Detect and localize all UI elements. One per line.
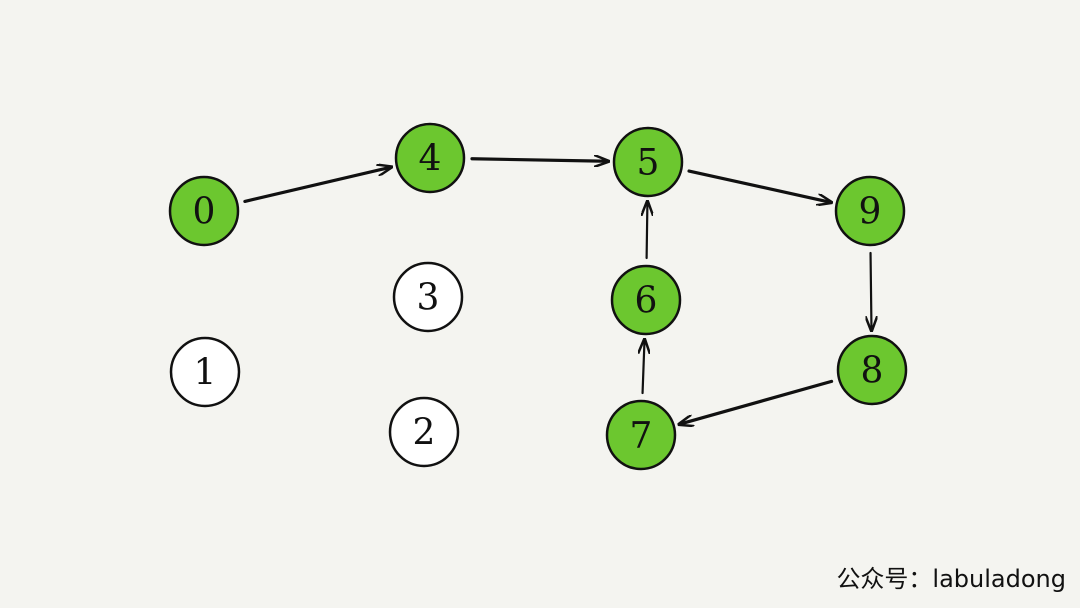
node-6: 6 [610, 264, 682, 336]
edge-0-to-4 [243, 167, 391, 204]
node-circle-4 [394, 122, 466, 194]
watermark-text: 公众号：labuladong [836, 565, 1066, 593]
node-7: 7 [605, 399, 677, 471]
node-label-7: 7 [630, 416, 653, 457]
edge-8-to-7 [680, 379, 834, 424]
node-label-9: 9 [859, 192, 882, 233]
node-label-1: 1 [194, 353, 217, 394]
edges-layer [243, 159, 872, 424]
node-label-6: 6 [635, 281, 658, 322]
node-3: 3 [392, 261, 464, 333]
edge-4-to-5 [470, 159, 608, 161]
node-circle-3 [392, 261, 464, 333]
edge-6-to-5 [647, 202, 648, 260]
nodes-layer: 0 1 2 3 4 5 6 7 8 9 [168, 122, 908, 471]
node-circle-2 [388, 396, 460, 468]
node-2: 2 [388, 396, 460, 468]
node-label-3: 3 [417, 278, 440, 319]
node-circle-7 [605, 399, 677, 471]
node-circle-6 [610, 264, 682, 336]
node-5: 5 [612, 126, 684, 198]
node-1: 1 [169, 336, 241, 408]
node-label-2: 2 [413, 413, 436, 454]
node-circle-5 [612, 126, 684, 198]
node-4: 4 [394, 122, 466, 194]
node-circle-1 [169, 336, 241, 408]
node-circle-8 [836, 334, 908, 406]
edge-9-to-8 [871, 251, 872, 330]
node-circle-0 [168, 175, 240, 247]
node-label-4: 4 [419, 139, 442, 180]
edge-5-to-9 [687, 169, 831, 202]
node-label-5: 5 [637, 143, 660, 184]
node-label-8: 8 [861, 351, 884, 392]
node-circle-9 [834, 175, 906, 247]
edge-7-to-6 [643, 340, 645, 395]
node-9: 9 [834, 175, 906, 247]
node-label-0: 0 [193, 192, 216, 233]
node-0: 0 [168, 175, 240, 247]
node-8: 8 [836, 334, 908, 406]
